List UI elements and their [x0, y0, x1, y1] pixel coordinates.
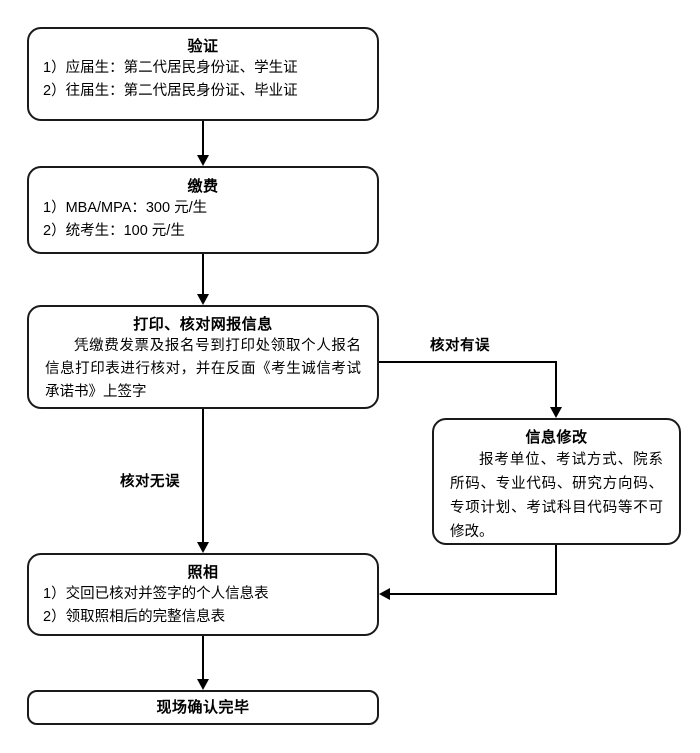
connector-modify-to-photo-horizontal [390, 593, 557, 595]
connector-print-to-modify-horizontal [379, 361, 557, 363]
connector-modify-to-photo-vertical [555, 545, 557, 595]
node-payment-title: 缴费 [187, 178, 219, 195]
arrowhead-verify-to-payment [197, 155, 209, 166]
node-payment-line-1: 1）MBA/MPA：300 元/生 [43, 200, 208, 216]
node-photograph-title: 照相 [187, 564, 219, 581]
node-payment-line-2: 2）统考生：100 元/生 [43, 223, 185, 239]
connector-print-to-modify-vertical [555, 361, 557, 407]
connector-photo-to-finish [202, 636, 204, 679]
node-print-and-check-body: 凭缴费发票及报名号到打印处领取个人报名信息打印表进行核对，并在反面《考生诚信考试… [45, 338, 361, 400]
node-photograph-line-1: 1）交回已核对并签字的个人信息表 [43, 586, 269, 602]
arrowhead-print-to-photo [197, 542, 209, 553]
node-confirmation-complete-title: 现场确认完毕 [156, 698, 250, 716]
node-print-and-check[interactable]: 打印、核对网报信息 凭缴费发票及报名号到打印处领取个人报名信息打印表进行核对，并… [27, 305, 379, 409]
edge-label-verification-ok: 核对无误 [118, 470, 182, 491]
node-photograph-line-2: 2）领取照相后的完整信息表 [43, 609, 226, 625]
node-verification[interactable]: 验证 1）应届生：第二代居民身份证、学生证 2）往届生：第二代居民身份证、毕业证 [27, 27, 379, 121]
connector-print-to-photo [202, 409, 204, 542]
node-information-modification[interactable]: 信息修改 报考单位、考试方式、院系所码、专业代码、研究方向码、专项计划、考试科目… [432, 418, 681, 545]
node-confirmation-complete[interactable]: 现场确认完毕 [27, 690, 379, 725]
node-verification-line-2: 2）往届生：第二代居民身份证、毕业证 [43, 83, 298, 99]
arrowhead-photo-to-finish [197, 679, 209, 690]
node-information-modification-body: 报考单位、考试方式、院系所码、专业代码、研究方向码、专项计划、考试科目代码等不可… [450, 452, 663, 540]
node-photograph[interactable]: 照相 1）交回已核对并签字的个人信息表 2）领取照相后的完整信息表 [27, 553, 379, 636]
node-information-modification-title: 信息修改 [525, 429, 588, 446]
node-verification-line-1: 1）应届生：第二代居民身份证、学生证 [43, 60, 298, 76]
node-print-and-check-title: 打印、核对网报信息 [133, 316, 273, 333]
node-verification-title: 验证 [187, 38, 219, 55]
arrowhead-payment-to-print [197, 294, 209, 305]
node-payment[interactable]: 缴费 1）MBA/MPA：300 元/生 2）统考生：100 元/生 [27, 166, 379, 254]
arrowhead-print-to-modify [550, 407, 562, 418]
edge-label-verification-error: 核对有误 [428, 334, 492, 355]
arrowhead-modify-to-photo [379, 588, 390, 600]
connector-payment-to-print [202, 254, 204, 294]
connector-verify-to-payment [202, 121, 204, 155]
